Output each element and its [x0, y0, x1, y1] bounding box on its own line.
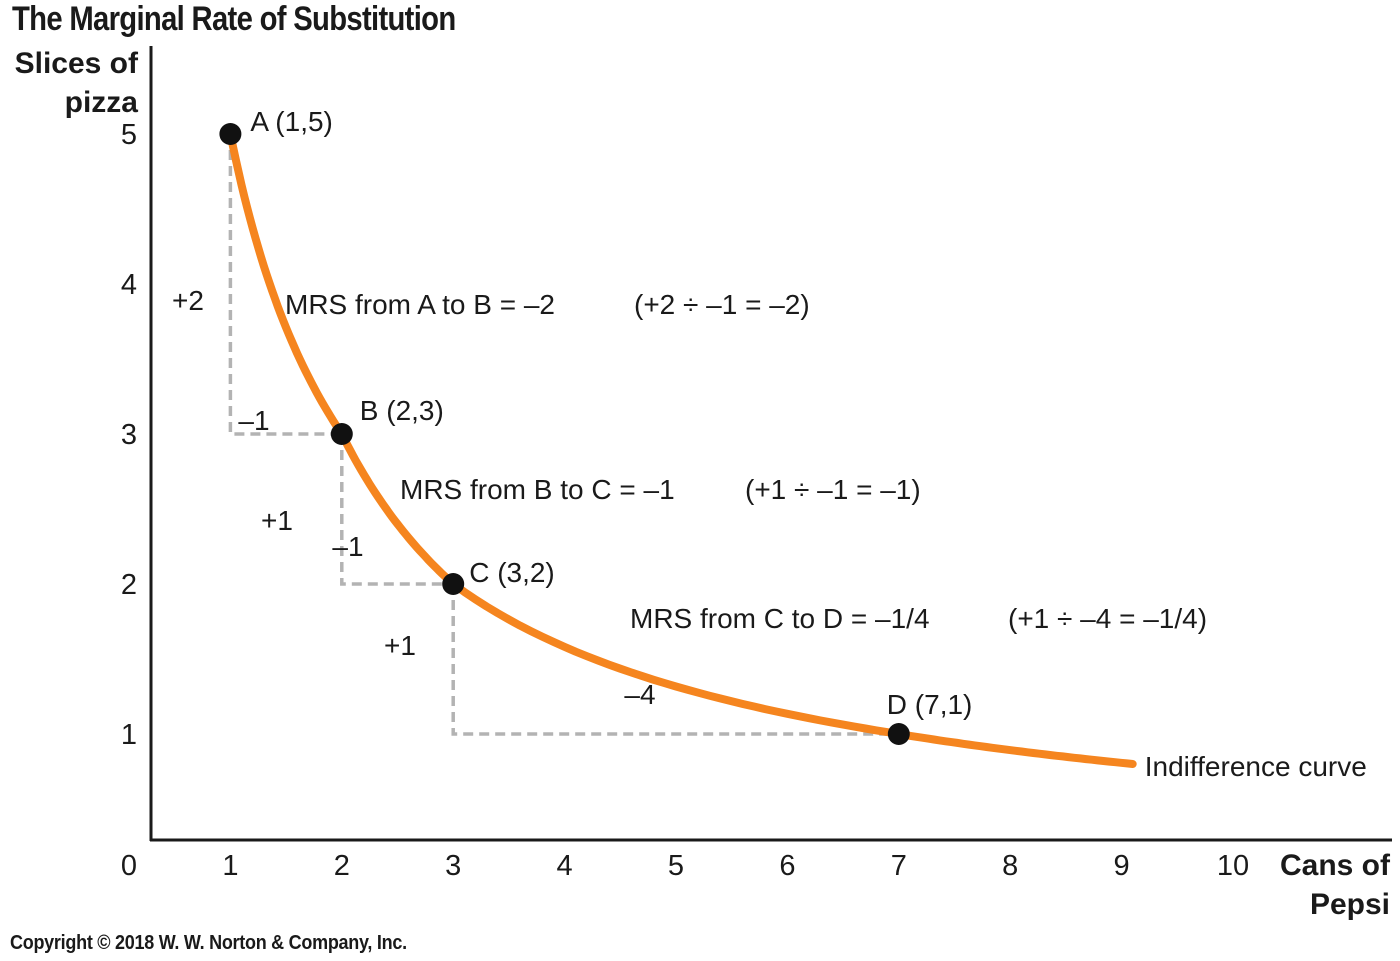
- y-tick-label: 5: [121, 119, 137, 151]
- y-tick-label: 2: [121, 569, 137, 601]
- x-tick-label: 2: [334, 850, 350, 882]
- step-rise-label: +1: [261, 505, 293, 536]
- step-rise-label: +2: [172, 285, 204, 316]
- x-tick-label: 7: [891, 850, 907, 882]
- x-tick-label: 3: [445, 850, 461, 882]
- step-dashed-line: [228, 134, 342, 436]
- x-tick-label: 9: [1114, 850, 1130, 882]
- y-tick-label: 3: [121, 419, 137, 451]
- y-tick-label: 1: [121, 719, 137, 751]
- point-d-marker: [887, 723, 910, 745]
- x-tick-label: 8: [1002, 850, 1018, 882]
- point-d-label: D (7,1): [887, 689, 973, 720]
- chart-title: The Marginal Rate of Substitution: [12, 0, 456, 38]
- mrs-annotation: MRS from A to B = –2: [285, 289, 555, 320]
- step-dashed-line: [451, 584, 899, 736]
- mrs-annotation: MRS from C to D = –1/4: [630, 603, 930, 634]
- point-a-label: A (1,5): [250, 106, 332, 137]
- y-axis-label-text: Slices of pizza: [14, 47, 138, 119]
- point-a-marker: [219, 123, 242, 145]
- mrs-annotation: MRS from B to C = –1: [400, 474, 675, 505]
- point-b-label: B (2,3): [360, 395, 444, 426]
- step-rise-label: +1: [384, 630, 416, 661]
- point-c-label: C (3,2): [469, 557, 555, 588]
- x-axis-label-text: Cans of Pepsi: [1279, 849, 1390, 921]
- y-tick-label: 4: [121, 269, 137, 301]
- y-axis-label: Slices of pizza: [0, 44, 138, 122]
- point-b-marker: [330, 423, 353, 445]
- x-axis-label: Cans of Pepsi: [1170, 846, 1390, 924]
- point-c-marker: [442, 573, 465, 595]
- mrs-calculation: (+2 ÷ –1 = –2): [634, 289, 810, 320]
- step-run-label: –1: [332, 531, 363, 562]
- x-tick-label: 1: [222, 850, 238, 882]
- x-tick-label: 5: [668, 850, 684, 882]
- x-tick-label: 10: [1217, 850, 1249, 882]
- step-run-label: –1: [238, 405, 269, 436]
- x-tick-label: 0: [121, 850, 137, 882]
- step-run-label: –4: [624, 679, 655, 710]
- x-tick-label: 4: [557, 850, 573, 882]
- step-dashed-line: [340, 434, 454, 586]
- indifference-curve-line: [226, 130, 1137, 768]
- indifference-curve-label: Indifference curve: [1145, 751, 1367, 782]
- copyright-notice: Copyright © 2018 W. W. Norton & Company,…: [10, 932, 407, 954]
- x-tick-label: 6: [779, 850, 795, 882]
- mrs-calculation: (+1 ÷ –1 = –1): [745, 474, 921, 505]
- mrs-calculation: (+1 ÷ –4 = –1/4): [1008, 603, 1207, 634]
